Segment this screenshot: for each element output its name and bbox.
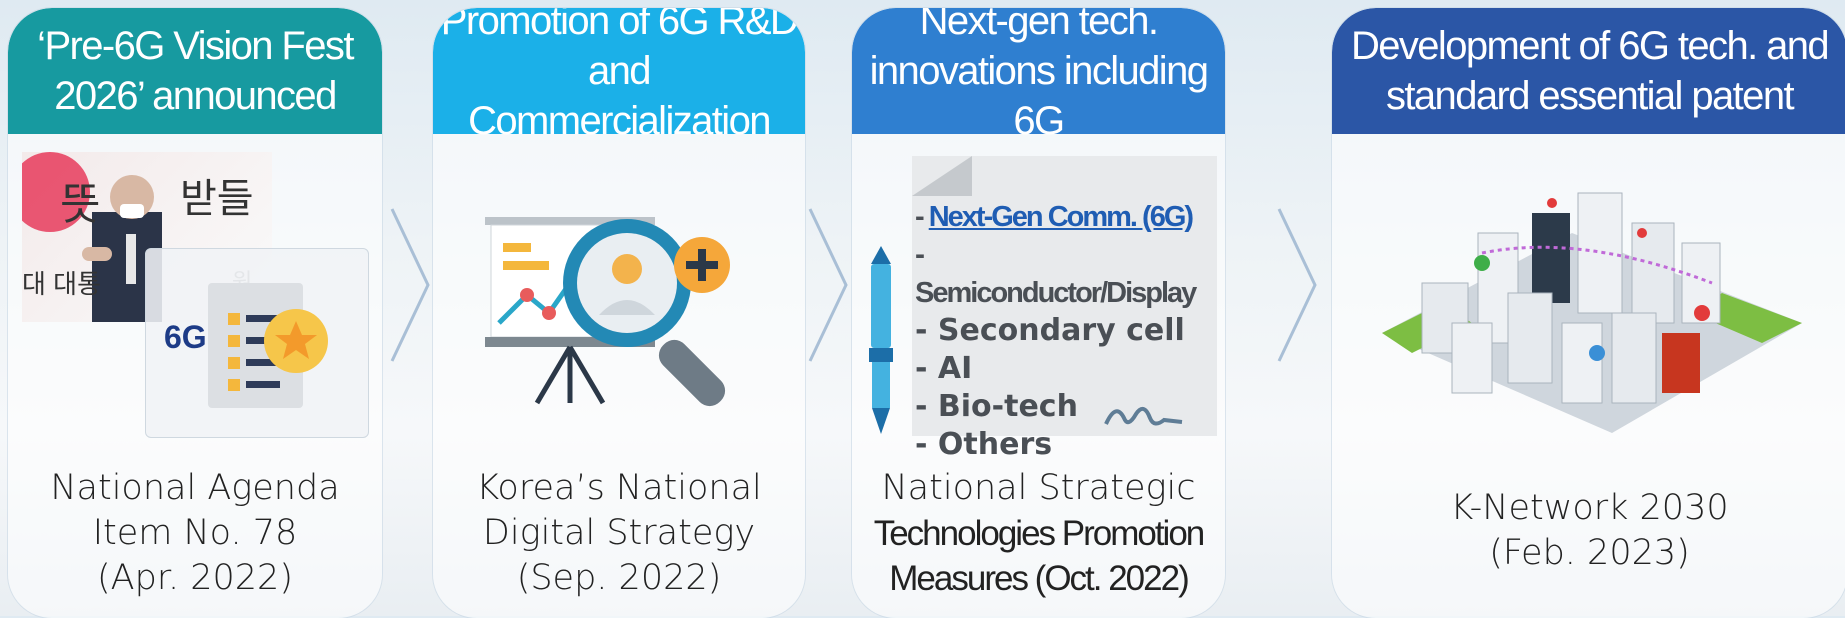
footer-line2: Digital Strategy — [482, 513, 756, 553]
chevron-right-icon — [1277, 208, 1317, 362]
footer-line3: Measures (Oct. 2022) — [889, 559, 1189, 598]
tech-list-item: - Others — [915, 427, 1053, 462]
tech-list: - Next-Gen Comm. (6G) - Semiconductor/Di… — [915, 198, 1215, 464]
footer-line2: Item No. 78 — [92, 513, 298, 553]
tech-list-item: - AI — [915, 351, 973, 386]
tech-list-item-6g: Next-Gen Comm. (6G) — [928, 201, 1194, 233]
card-footer: National Strategic Technologies Promotio… — [852, 466, 1225, 601]
footer-line1: National Agenda — [50, 468, 340, 508]
photo-graphic — [10, 152, 162, 322]
footer-line1: K-Network 2030 — [1450, 488, 1729, 528]
smart-city-icon — [1382, 192, 1802, 433]
card-header: Development of 6G tech. and standard ess… — [1332, 8, 1845, 134]
tech-list-item: - — [915, 238, 925, 271]
card-title-line1: Promotion of 6G R&D — [440, 8, 799, 43]
card-title-line2: 2026’ announced — [54, 74, 337, 118]
card-digital-strategy: Promotion of 6G R&D and Commercializatio… — [433, 8, 805, 618]
card-header: Promotion of 6G R&D and Commercializatio… — [433, 8, 805, 143]
tech-list-item: - Bio-tech — [915, 389, 1078, 424]
card-footer: Korea’s National Digital Strategy (Sep. … — [433, 466, 805, 601]
card-title-line1: Development of 6G tech. and — [1350, 24, 1830, 68]
document-icon — [208, 283, 328, 408]
tech-list-item: - Next-Gen Comm. (6G) — [915, 198, 1215, 236]
list-dash: - — [915, 201, 929, 233]
chevron-right-icon — [390, 208, 430, 362]
card-header: ‘Pre-6G Vision Fest 2026’ announced — [8, 8, 382, 134]
presentation-search-icon — [485, 217, 730, 407]
6g-label: 6G — [164, 319, 207, 355]
paper-fold-icon — [912, 156, 972, 196]
paper-panel — [912, 156, 1217, 436]
card-pre6g: ‘Pre-6G Vision Fest 2026’ announced 뜻 받들… — [8, 8, 382, 618]
tech-list-item: Semiconductor/Display — [915, 277, 1197, 309]
card-title-line1: Next-gen tech. — [919, 8, 1159, 43]
card-title-line1: ‘Pre-6G Vision Fest — [37, 24, 354, 68]
pen-icon — [869, 246, 893, 434]
signature-icon — [1104, 406, 1183, 426]
card-title-line2: standard essential patent — [1386, 74, 1795, 118]
footer-line3: (Sep. 2022) — [516, 558, 722, 598]
card-k-network: Development of 6G tech. and standard ess… — [1332, 8, 1845, 618]
photo-text-1: 뜻 — [60, 179, 101, 230]
footer-line3: (Apr. 2022) — [97, 558, 293, 598]
footer-line2: (Feb. 2023) — [1489, 533, 1690, 573]
tech-list-item: - Secondary cell — [915, 313, 1185, 348]
document-panel: 6G — [145, 248, 369, 438]
card-footer: National Agenda Item No. 78 (Apr. 2022) — [8, 466, 382, 601]
card-title-line2: innovations including 6G — [869, 49, 1209, 143]
card-footer: K-Network 2030 (Feb. 2023) — [1332, 486, 1845, 576]
card-header: Next-gen tech. innovations including 6G — [852, 8, 1225, 143]
chevron-right-icon — [808, 208, 848, 362]
card-title-line2: and Commercialization — [468, 49, 771, 143]
photo-text-3: 대 대통 — [22, 269, 101, 299]
card-strategic-tech: Next-gen tech. innovations including 6G … — [852, 8, 1225, 618]
footer-line1: Korea’s National — [476, 468, 762, 508]
photo-text-2: 받들 — [180, 176, 254, 222]
footer-line2: Technologies Promotion — [873, 514, 1206, 553]
footer-line1: National Strategic — [881, 468, 1196, 508]
